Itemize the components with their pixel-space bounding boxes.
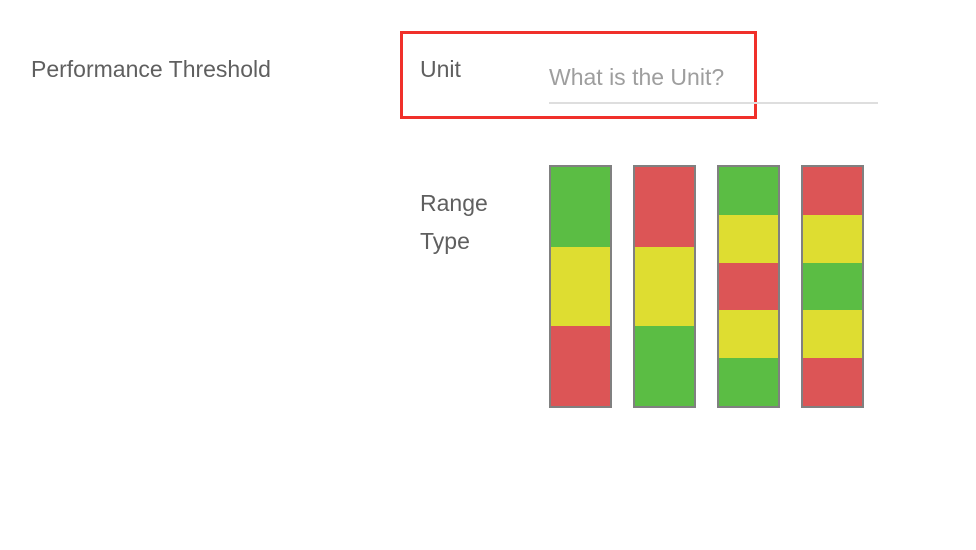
segment-yellow [719, 214, 778, 263]
segment-green [719, 167, 778, 215]
unit-input[interactable] [549, 52, 878, 104]
range-type-label-line1: Range [420, 190, 488, 216]
range-type-option-green-yellow-red[interactable] [549, 165, 612, 408]
range-type-option-red-yellow-green-yellow-red[interactable] [801, 165, 864, 408]
segment-red [635, 167, 694, 247]
range-type-label-line2: Type [420, 228, 470, 254]
range-type-label: Range Type [420, 184, 488, 260]
segment-red [551, 326, 610, 407]
range-type-option-red-yellow-green[interactable] [633, 165, 696, 408]
segment-red [719, 262, 778, 311]
segment-green [635, 326, 694, 407]
segment-yellow [803, 214, 862, 263]
segment-yellow [635, 246, 694, 327]
unit-label: Unit [420, 56, 461, 82]
range-type-option-green-yellow-red-yellow-green[interactable] [717, 165, 780, 408]
segment-yellow [803, 310, 862, 359]
segment-green [719, 358, 778, 406]
segment-red [803, 358, 862, 406]
segment-red [803, 167, 862, 215]
performance-threshold-label: Performance Threshold [31, 56, 271, 82]
segment-green [803, 262, 862, 311]
segment-yellow [551, 246, 610, 327]
segment-yellow [719, 310, 778, 359]
segment-green [551, 167, 610, 247]
